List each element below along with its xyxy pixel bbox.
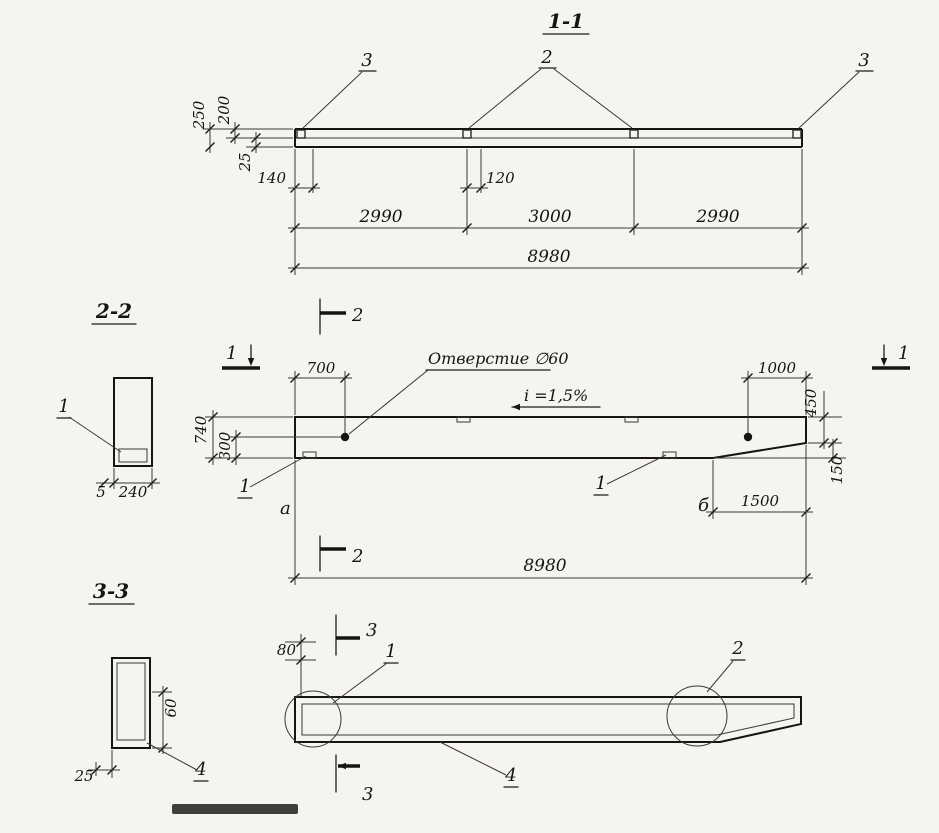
dims-left-stack: 250 200 25 bbox=[190, 95, 293, 173]
svg-text:3: 3 bbox=[362, 784, 373, 805]
label-a: а bbox=[280, 498, 291, 519]
embed-plate-1 bbox=[296, 129, 306, 139]
cut-marker-2-top: 2 bbox=[319, 298, 363, 335]
callout-2-mid: 2 bbox=[468, 47, 633, 129]
view-section-3-3: 3-3 60 25 4 bbox=[73, 579, 209, 785]
view-section-1-1: 1-1 3 2 3 bbox=[190, 9, 874, 275]
detail-label-1-bottom: 1 bbox=[332, 641, 399, 704]
dim-740: 740 bbox=[192, 415, 210, 444]
top-plate-mark-2 bbox=[624, 416, 639, 423]
hole-note: Отверстие ∅60 bbox=[428, 349, 569, 368]
dim-60: 60 bbox=[162, 698, 180, 718]
beam-elevation-outline bbox=[294, 416, 807, 459]
embed-plate-3 bbox=[629, 129, 639, 139]
cut-marker-1-left: 1 bbox=[222, 343, 260, 370]
svg-text:2: 2 bbox=[731, 638, 743, 659]
svg-text:1: 1 bbox=[898, 343, 909, 364]
dim-700: 700 bbox=[307, 359, 336, 377]
cut-marker-3-bottom: 3 bbox=[335, 754, 373, 805]
svg-text:4: 4 bbox=[194, 759, 206, 780]
view-elevation: 2 1 1 Отверстие ∅60 bbox=[192, 298, 910, 585]
callout-3-left: 3 bbox=[302, 50, 377, 129]
dim-25-bottom: 25 bbox=[73, 767, 93, 785]
detail-label-1-left: 1 bbox=[237, 455, 307, 499]
bottom-plate-mark-left bbox=[302, 451, 317, 459]
cut-marker-2-bottom: 2 bbox=[319, 535, 363, 572]
callout-3-right: 3 bbox=[798, 50, 874, 129]
detail-label-1-right: 1 bbox=[593, 454, 667, 496]
dim-1500-group: 1500 bbox=[706, 460, 813, 519]
beam-bottom-inner bbox=[301, 703, 795, 736]
dim-total-elevation-group: 8980 bbox=[288, 445, 813, 585]
cut-marker-3-top: 3 bbox=[335, 614, 377, 656]
detail-label-2-bottom: 2 bbox=[706, 638, 746, 693]
dim-120: 120 bbox=[486, 169, 515, 187]
beam-plan-outline bbox=[294, 128, 803, 148]
dim-450-150-group: 450 150 bbox=[713, 388, 846, 484]
svg-text:2: 2 bbox=[351, 305, 363, 326]
dim-140: 140 bbox=[257, 169, 286, 187]
dim-total-elevation: 8980 bbox=[523, 556, 566, 576]
dims-plate-offsets: 140 120 bbox=[257, 149, 515, 194]
dim-1000-group: 1000 bbox=[741, 359, 813, 433]
detail-label-4-bottom: 4 bbox=[439, 741, 519, 788]
dim-80-group: 80 bbox=[277, 634, 316, 697]
section-3-3-outline bbox=[111, 657, 151, 749]
dim-150: 150 bbox=[828, 455, 846, 484]
section-title-1-1: 1-1 bbox=[548, 9, 584, 33]
dim-total-top: 8980 bbox=[527, 247, 570, 267]
svg-text:2: 2 bbox=[540, 47, 552, 68]
detail-circle-left bbox=[284, 690, 342, 748]
detail-circle-right bbox=[666, 685, 728, 747]
section-3-3-inner bbox=[116, 662, 146, 741]
svg-text:3: 3 bbox=[858, 50, 869, 71]
dims-spans: 2990 3000 2990 8980 bbox=[288, 149, 809, 275]
section-2-2-plate bbox=[118, 448, 148, 463]
svg-text:2: 2 bbox=[351, 546, 363, 567]
detail-label-4-section: 4 bbox=[146, 742, 209, 782]
svg-text:3: 3 bbox=[361, 50, 372, 71]
dim-1000: 1000 bbox=[758, 359, 797, 377]
dim-250: 250 bbox=[190, 100, 208, 130]
svg-text:3: 3 bbox=[366, 620, 377, 641]
dim-300: 300 bbox=[216, 431, 234, 460]
hole-left bbox=[340, 432, 350, 442]
detail-label-1: 1 bbox=[58, 396, 69, 417]
svg-text:1: 1 bbox=[226, 343, 237, 364]
section-title-2-2: 2-2 bbox=[95, 299, 132, 323]
dim-700-group: 700 bbox=[288, 359, 352, 433]
dim-span-3: 2990 bbox=[695, 207, 739, 227]
dim-span-2: 3000 bbox=[528, 207, 571, 227]
svg-text:4: 4 bbox=[504, 765, 516, 786]
embed-plate-4 bbox=[792, 129, 802, 139]
slope-note: i =1,5% bbox=[524, 386, 588, 405]
dim-740-300-group: 740 300 bbox=[192, 410, 341, 465]
bottom-plate-mark-right bbox=[662, 451, 677, 459]
view-bottom: 3 80 1 2 4 bbox=[277, 614, 802, 805]
beam-bottom-outline bbox=[294, 696, 802, 743]
svg-text:1: 1 bbox=[385, 641, 396, 662]
dim-240: 240 bbox=[118, 483, 148, 501]
section-title-3-3: 3-3 bbox=[93, 579, 129, 603]
top-plate-mark-1 bbox=[456, 416, 471, 423]
dim-5: 5 bbox=[96, 483, 106, 501]
dim-80: 80 bbox=[277, 641, 297, 659]
dim-450: 450 bbox=[802, 388, 820, 418]
dim-span-1: 2990 bbox=[358, 207, 402, 227]
dim-1500: 1500 bbox=[741, 492, 780, 510]
embed-plate-2 bbox=[462, 129, 472, 139]
dim-25: 25 bbox=[236, 152, 254, 172]
scan-artifact bbox=[172, 804, 298, 814]
svg-text:1: 1 bbox=[239, 476, 250, 497]
svg-text:1: 1 bbox=[595, 473, 606, 494]
cut-marker-1-right: 1 bbox=[872, 343, 910, 370]
hole-right bbox=[743, 432, 753, 442]
dim-200: 200 bbox=[215, 95, 233, 125]
view-section-2-2: 2-2 1 5 240 bbox=[56, 299, 160, 501]
section-2-2-outline bbox=[113, 377, 153, 467]
slope-note-group: i =1,5% bbox=[511, 386, 601, 411]
hole-note-group: Отверстие ∅60 bbox=[348, 349, 569, 435]
label-b: б bbox=[698, 495, 710, 516]
